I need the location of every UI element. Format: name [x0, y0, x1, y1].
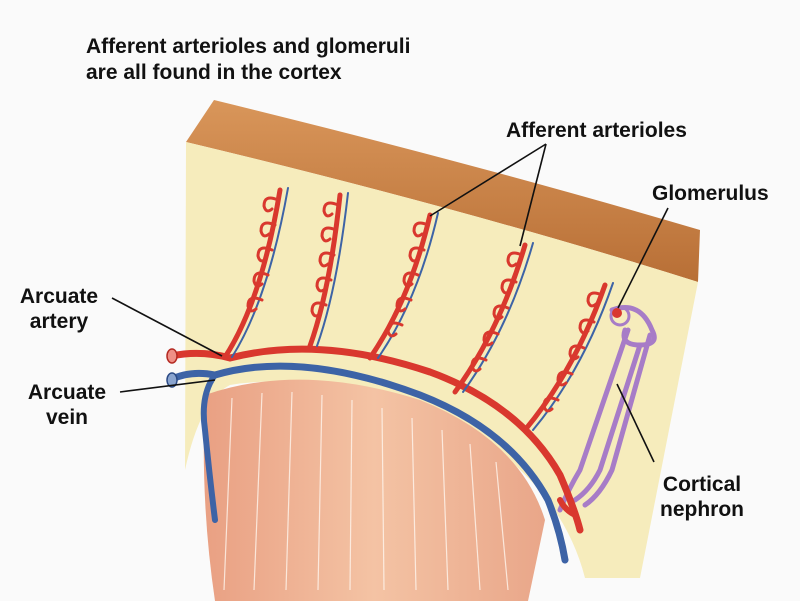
label-cortical-nephron: Cortical nephron — [646, 472, 758, 522]
label-cortical-nephron-line1: Cortical — [662, 473, 742, 496]
renal-cortex — [185, 142, 698, 578]
label-arcuate-vein-line2: vein — [45, 406, 89, 429]
medulla-striations — [223, 391, 509, 591]
glomerulus-tuft — [609, 305, 631, 327]
arcuate-artery-vessel — [168, 345, 584, 534]
diagram-heading: Afferent arterioles and glomeruli are al… — [86, 34, 546, 86]
arcuate-artery-cut-end — [166, 348, 178, 364]
label-afferent-arterioles: Afferent arterioles — [506, 119, 687, 142]
arcuate-vein-branch — [200, 372, 218, 523]
label-arcuate-artery-line2: artery — [29, 310, 89, 333]
heading-line-1: Afferent arterioles and glomeruli — [86, 35, 411, 58]
glomerulus-capillary — [612, 308, 622, 318]
label-arcuate-vein: Arcuate vein — [14, 380, 120, 430]
afferent-arterioles — [246, 196, 604, 413]
renal-capsule — [186, 100, 700, 282]
label-arcuate-vein-line1: Arcuate — [27, 381, 107, 404]
label-arcuate-artery-line1: Arcuate — [19, 285, 99, 308]
arcuate-vein-cut-end — [166, 372, 178, 388]
venules — [231, 187, 614, 431]
label-cortical-nephron-line2: nephron — [660, 498, 744, 521]
leader-lines — [111, 143, 669, 463]
label-arcuate-artery: Arcuate artery — [6, 284, 112, 334]
label-glomerulus: Glomerulus — [652, 182, 769, 205]
renal-medulla — [203, 379, 545, 601]
heading-line-2: are all found in the cortex — [86, 61, 342, 84]
arcuate-artery-lower — [557, 497, 578, 518]
